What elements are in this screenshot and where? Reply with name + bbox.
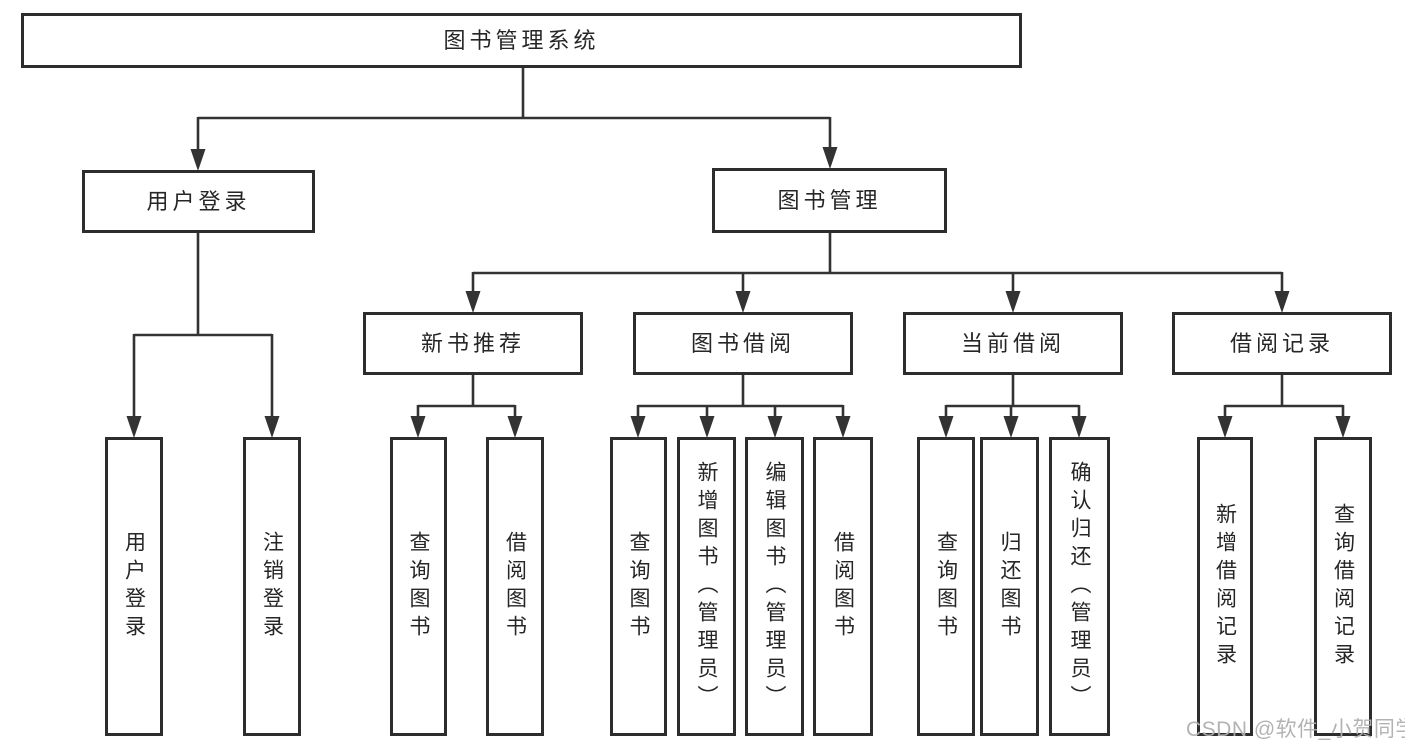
node-current-borrow: 当前借阅 (903, 312, 1123, 375)
leaf-logout-label: 注销登录 (260, 530, 284, 643)
node-book-management: 图书管理 (712, 168, 947, 233)
leaf-current-confirm-return-admin: 确认归还（管理员） (1049, 437, 1110, 736)
leaf-newrec-query-books-label: 查询图书 (407, 530, 430, 643)
node-user-login: 用户登录 (82, 170, 315, 233)
leaf-borrow-query-books-label: 查询图书 (627, 530, 650, 643)
leaf-borrow-query-books: 查询图书 (610, 437, 667, 736)
leaf-newrec-borrow-books: 借阅图书 (486, 437, 544, 736)
node-root: 图书管理系统 (21, 13, 1022, 68)
leaf-logout: 注销登录 (243, 437, 301, 736)
node-new-book-recommend: 新书推荐 (363, 312, 583, 375)
leaf-current-query-books: 查询图书 (917, 437, 975, 736)
node-book-management-label: 图书管理 (777, 187, 882, 213)
node-borrow-records-label: 借阅记录 (1229, 330, 1334, 356)
leaf-current-confirm-return-admin-label: 确认归还（管理员） (1068, 460, 1091, 713)
node-current-borrow-label: 当前借阅 (960, 330, 1065, 356)
leaf-borrow-edit-books-admin-label: 编辑图书（管理员） (763, 460, 786, 713)
node-borrow-records: 借阅记录 (1172, 312, 1392, 375)
leaf-newrec-borrow-books-label: 借阅图书 (503, 530, 527, 643)
leaf-newrec-query-books: 查询图书 (390, 437, 447, 736)
leaf-borrow-add-books-admin: 新增图书（管理员） (677, 437, 736, 736)
leaf-current-return-books: 归还图书 (980, 437, 1039, 736)
leaf-records-query-record-label: 查询借阅记录 (1331, 502, 1355, 671)
leaf-current-return-books-label: 归还图书 (998, 530, 1021, 643)
arrowheads (126, 147, 1351, 438)
leaf-user-login: 用户登录 (105, 437, 163, 736)
leaf-records-query-record: 查询借阅记录 (1314, 437, 1372, 736)
leaf-borrow-borrow-books: 借阅图书 (813, 437, 873, 736)
leaf-records-add-record-label: 新增借阅记录 (1213, 502, 1237, 671)
csdn-watermark: CSDN @软件_小贺同学 (1186, 718, 1405, 741)
leaf-borrow-borrow-books-label: 借阅图书 (831, 530, 855, 643)
node-user-login-label: 用户登录 (146, 188, 251, 214)
node-book-borrow-label: 图书借阅 (690, 330, 795, 356)
node-root-label: 图书管理系统 (443, 27, 600, 53)
node-book-borrow: 图书借阅 (633, 312, 853, 375)
leaf-user-login-label: 用户登录 (122, 530, 146, 643)
node-new-book-recommend-label: 新书推荐 (420, 330, 525, 356)
leaf-borrow-edit-books-admin: 编辑图书（管理员） (745, 437, 804, 736)
leaf-borrow-add-books-admin-label: 新增图书（管理员） (695, 460, 718, 713)
leaf-records-add-record: 新增借阅记录 (1197, 437, 1253, 736)
leaf-current-query-books-label: 查询图书 (934, 530, 958, 643)
